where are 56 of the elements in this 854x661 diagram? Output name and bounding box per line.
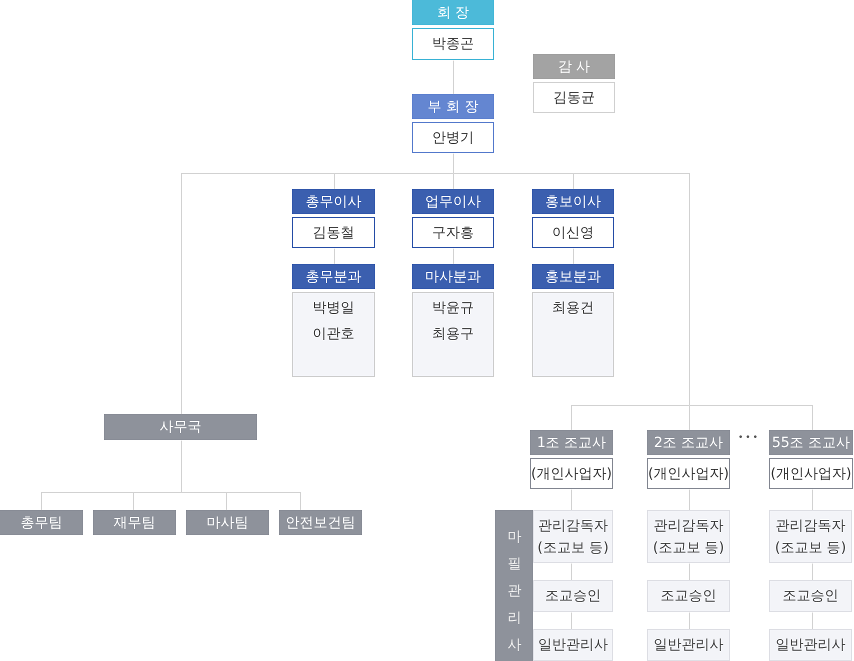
connector-line (571, 489, 572, 511)
role-box: 일반관리사 (533, 629, 613, 661)
name-box: 박종곤 (412, 28, 494, 60)
member-name: 최용건 (551, 299, 595, 318)
side-band: 마필관리사 (495, 510, 533, 661)
department-box: 사무국 (104, 414, 257, 440)
member-name: 박윤규 (431, 299, 475, 318)
connector-line (689, 612, 690, 630)
name-box: (개인사업자) (530, 458, 613, 489)
header-band: 마사분과 (412, 264, 494, 289)
role-box: 관리감독자 (조교보 등) (533, 510, 613, 563)
role-box: 일반관리사 (647, 629, 730, 661)
ellipsis: ••• (738, 433, 760, 443)
header-band: 홍보이사 (532, 189, 614, 214)
connector-line (334, 248, 335, 265)
connector-line (453, 60, 454, 95)
member-name: 최용구 (431, 325, 475, 344)
role-box: 일반관리사 (769, 629, 852, 661)
connector-line (689, 489, 690, 511)
name-box: 이신영 (532, 217, 614, 248)
header-band: 홍보분과 (532, 264, 614, 289)
header-band: 회 장 (412, 0, 494, 25)
team-box: 총무팀 (0, 510, 83, 535)
role-box: 조교승인 (533, 580, 613, 612)
role-box: 조교승인 (769, 580, 852, 612)
connector-line (453, 248, 454, 265)
team-box: 재무팀 (93, 510, 176, 535)
name-box: 김동철 (292, 217, 375, 248)
header-band: 업무이사 (412, 189, 494, 214)
role-box: 관리감독자 (조교보 등) (769, 510, 852, 563)
connector-line (689, 563, 690, 581)
header-band: 1조 조교사 (530, 430, 613, 455)
member-name: 이관호 (312, 325, 356, 344)
role-box: 관리감독자 (조교보 등) (647, 510, 730, 563)
connector-line (181, 440, 301, 511)
header-band: 2조 조교사 (647, 430, 730, 455)
name-box: 김동균 (533, 82, 615, 113)
connector-line (812, 489, 813, 511)
header-band: 총무이사 (292, 189, 375, 214)
connector-line (571, 563, 572, 581)
name-box: 구자흥 (412, 217, 494, 248)
header-band: 부 회 장 (412, 94, 494, 119)
name-box: 안병기 (412, 122, 494, 153)
role-box: 조교승인 (647, 580, 730, 612)
connector-line (571, 612, 572, 630)
header-band: 감 사 (533, 54, 615, 79)
connector-line (573, 248, 574, 265)
connector-line (812, 612, 813, 630)
name-box: (개인사업자) (769, 458, 853, 489)
member-name: 박병일 (312, 299, 356, 318)
team-box: 안전보건팀 (279, 510, 362, 535)
header-band: 55조 조교사 (769, 430, 853, 455)
header-band: 총무분과 (292, 264, 375, 289)
connector-line (812, 563, 813, 581)
team-box: 마사팀 (186, 510, 269, 535)
name-box: (개인사업자) (647, 458, 730, 489)
